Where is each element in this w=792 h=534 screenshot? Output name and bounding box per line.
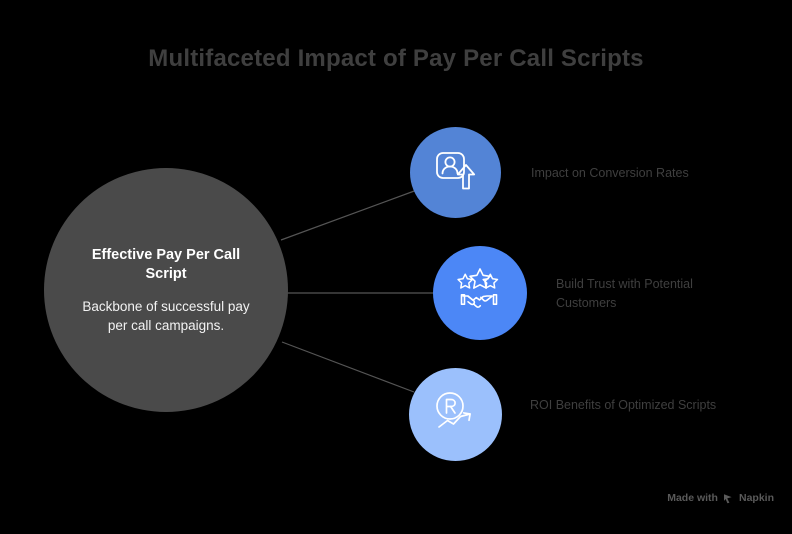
- node-label-build-trust: Build Trust with Potential Customers: [556, 277, 693, 310]
- hub-title: Effective Pay Per Call Script: [91, 246, 241, 282]
- node-circle-conversion-rates[interactable]: [410, 127, 501, 218]
- page-title: Multifaceted Impact of Pay Per Call Scri…: [148, 45, 644, 72]
- stars-handshake-icon: [452, 263, 508, 324]
- roi-trend-arrow-icon: [429, 385, 483, 444]
- watermark-brand: Napkin: [738, 492, 774, 504]
- watermark-prefix: Made with: [667, 492, 718, 504]
- node-circle-build-trust[interactable]: [433, 246, 527, 340]
- node-label-roi-benefits: ROI Benefits of Optimized Scripts: [530, 398, 717, 412]
- node-label-conversion-rates: Impact on Conversion Rates: [531, 166, 689, 180]
- connector-line-3: [281, 341, 415, 393]
- node-circle-roi-benefits[interactable]: [409, 368, 502, 461]
- watermark: Made with Napkin: [667, 492, 774, 504]
- hub-description: Backbone of successful pay per call camp…: [82, 298, 250, 333]
- person-card-up-arrow-icon: [430, 144, 482, 201]
- napkin-logo-icon: [723, 493, 734, 504]
- connector-line-1: [280, 189, 418, 241]
- hub-node[interactable]: Effective Pay Per Call Script Backbone o…: [44, 168, 288, 412]
